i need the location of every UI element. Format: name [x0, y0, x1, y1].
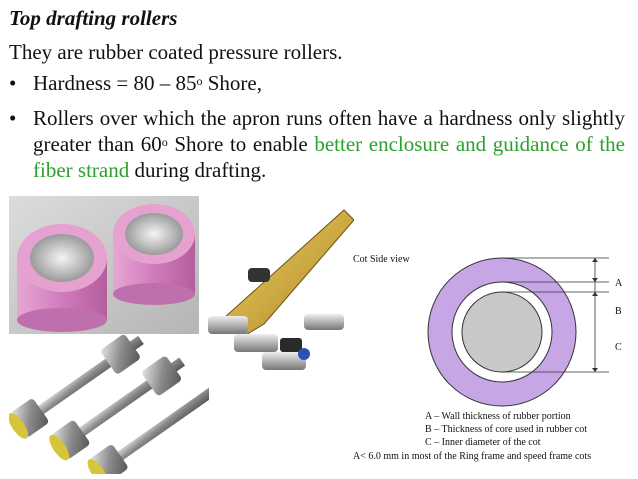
bullet-hardness: • Hardness = 80 – 85o Shore, — [9, 71, 262, 95]
bullet-dot: • — [9, 106, 17, 130]
top-roller-shafts-photo — [8, 334, 216, 479]
diagram-title: Cot Side view — [353, 254, 410, 265]
weighting-arm-photo — [204, 206, 355, 378]
legend-b: B – Thickness of core used in rubber cot — [425, 424, 587, 435]
label-c: C — [615, 342, 622, 353]
legend-a: A – Wall thickness of rubber portion — [425, 411, 571, 422]
label-a: A — [615, 278, 623, 289]
diagram-footnote: A< 6.0 mm in most of the Ring frame and … — [353, 451, 592, 462]
slide-title: Top drafting rollers — [9, 6, 178, 30]
bullet-dot: • — [9, 71, 17, 95]
intro-text: They are rubber coated pressure rollers. — [9, 40, 343, 64]
rubber-cots-photo — [9, 196, 199, 334]
bore — [461, 291, 543, 373]
bullet-list: • Hardness = 80 – 85o Shore, • Rollers o… — [9, 70, 625, 192]
highlight-text: better enclosure and guidance of the fib… — [33, 132, 625, 182]
label-b: B — [615, 306, 622, 317]
diagram-legend: A – Wall thickness of rubber portion B –… — [425, 410, 587, 449]
cot-side-view-diagram: Cot Side view A B C A – Wall thickness o… — [347, 252, 635, 476]
bullet-apron-rollers: • Rollers over which the apron runs ofte… — [9, 106, 625, 182]
legend-c: C – Inner diameter of the cot — [425, 437, 541, 448]
